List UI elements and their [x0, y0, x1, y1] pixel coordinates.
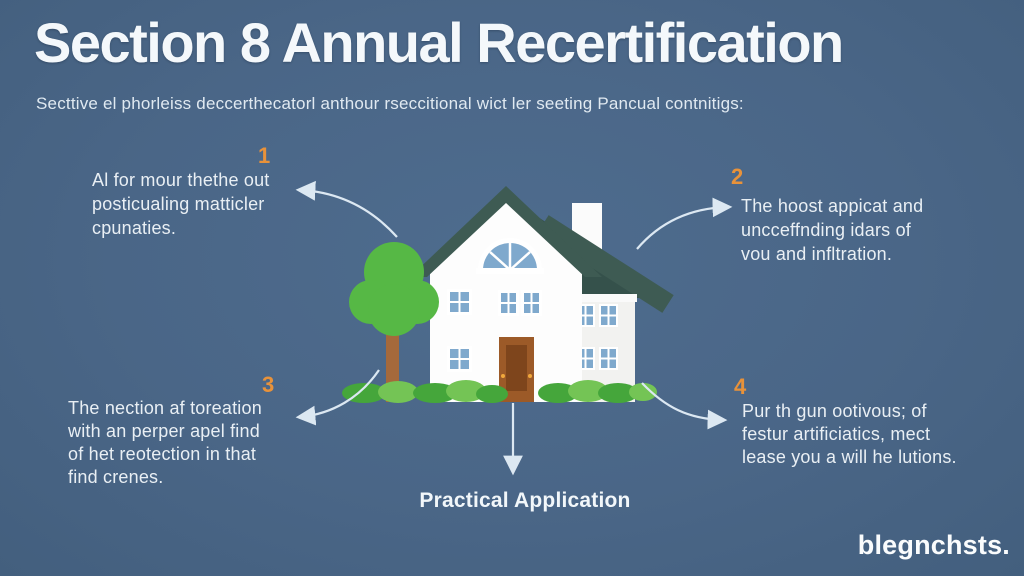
step-4-number: 4	[734, 374, 747, 399]
step-3-number: 3	[262, 372, 275, 397]
extension-trim	[561, 294, 637, 302]
step-1-number: 1	[258, 143, 271, 168]
subtitle: Secttive el phorleiss deccerthecatorl an…	[36, 94, 744, 113]
house-icon	[342, 186, 674, 403]
tree-icon	[349, 242, 439, 402]
window-icon	[521, 290, 542, 316]
step-2-number: 2	[731, 164, 744, 189]
step-2-line-1: The hoost appicat and	[741, 196, 924, 216]
window-icon	[599, 347, 618, 370]
house-illustration	[340, 180, 685, 410]
brand-logo: blegnchsts.	[857, 530, 1010, 560]
window-icon	[599, 304, 618, 327]
step-3-line-1: The nection af toreation	[68, 398, 262, 418]
step-3-line-4: find crenes.	[68, 467, 164, 487]
window-icon	[447, 346, 472, 372]
extension-roof	[537, 215, 674, 313]
window-icon	[447, 289, 472, 315]
step-1-line-1: Al for mour thethe out	[92, 170, 270, 190]
main-roof	[410, 186, 602, 277]
step-3-line-3: of het reotection in that	[68, 444, 257, 464]
window-icon	[498, 290, 519, 316]
step-1-line-3: cpunaties.	[92, 218, 177, 238]
fan-window-icon	[476, 238, 544, 274]
step-2-text: The hoost appicat and uncceffnding idars…	[741, 194, 923, 266]
step-2-line-3: vou and infltration.	[741, 244, 893, 264]
page-title: Section 8 Annual Recertification	[34, 11, 844, 74]
bush-icon	[342, 380, 657, 403]
step-4-line-3: lease you a will he lutions.	[742, 447, 957, 467]
step-1-line-2: posticualing matticler	[92, 194, 265, 214]
step-3-line-2: with an perper apel find	[68, 421, 260, 441]
step-4-line-1: Pur th gun ootivous; of	[742, 401, 927, 421]
step-3-text: The nection af toreation with an perper …	[68, 397, 262, 489]
step-1-text: Al for mour thethe out posticualing matt…	[92, 168, 270, 240]
step-4-line-2: festur artificiatics, mect	[742, 424, 931, 444]
step-2-line-2: uncceffnding idars of	[741, 220, 911, 240]
practical-application-label: Practical Application	[419, 489, 631, 512]
step-4-text: Pur th gun ootivous; of festur artificia…	[742, 400, 957, 469]
